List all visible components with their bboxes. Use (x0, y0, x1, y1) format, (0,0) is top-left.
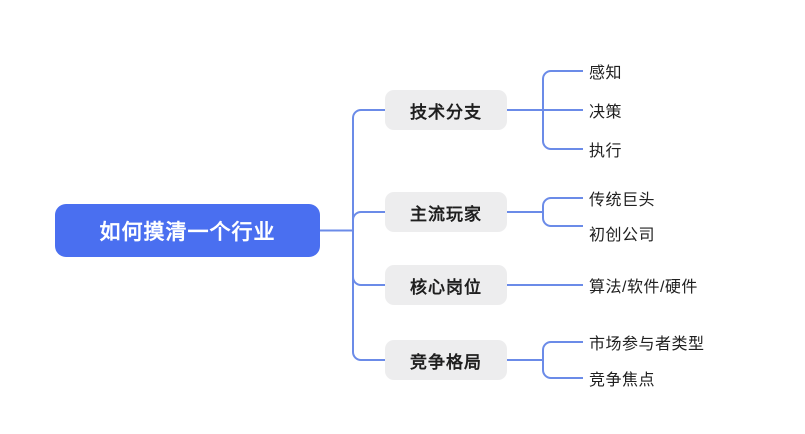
connector-to-branch-1 (352, 109, 385, 119)
leaf-label[interactable]: 算法/软件/硬件 (589, 279, 698, 296)
branch-node-competition[interactable]: 竞争格局 (385, 340, 507, 380)
connector-to-branch-4 (352, 351, 385, 361)
leaf-label[interactable]: 感知 (589, 65, 623, 82)
branch-node-label: 主流玩家 (410, 204, 482, 224)
connector-branch-4-leaf-1 (542, 341, 583, 351)
leaf-label[interactable]: 传统巨头 (589, 192, 656, 209)
connector-to-branch-2 (352, 211, 385, 221)
leaf-label[interactable]: 初创公司 (589, 227, 656, 244)
branch-node-players[interactable]: 主流玩家 (385, 192, 507, 232)
branch-node-label: 技术分支 (410, 102, 482, 122)
leaf-label[interactable]: 决策 (589, 104, 623, 121)
branch-node-label: 核心岗位 (410, 277, 482, 297)
connector-branch-1-leaf-1 (542, 70, 583, 80)
branch-node-roles[interactable]: 核心岗位 (385, 265, 507, 305)
leaf-label[interactable]: 竞争焦点 (589, 372, 656, 389)
root-node[interactable]: 如何摸清一个行业 (55, 204, 320, 257)
branch-node-technology[interactable]: 技术分支 (385, 90, 507, 130)
connector-branch-4-leaf-2 (542, 369, 583, 379)
connector-branch-1-leaf-3 (542, 140, 583, 150)
leaf-label[interactable]: 市场参与者类型 (589, 336, 705, 353)
root-node-label: 如何摸清一个行业 (99, 220, 276, 244)
connector-to-branch-3 (352, 276, 385, 286)
leaf-label[interactable]: 执行 (589, 143, 623, 160)
branch-node-label: 竞争格局 (410, 352, 482, 372)
connector-branch-2-leaf-1 (542, 197, 583, 207)
connector-branch-2-leaf-2 (542, 217, 583, 227)
